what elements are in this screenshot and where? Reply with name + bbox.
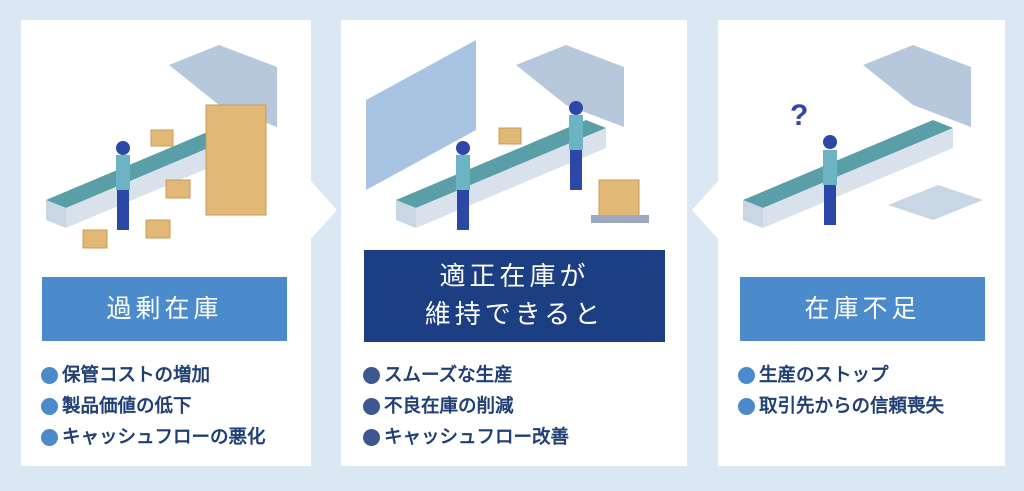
- illustration-excess-inventory: [46, 45, 277, 249]
- arrow-left-icon: [692, 180, 719, 240]
- question-mark-icon: ?: [790, 99, 808, 132]
- optimal-inventory-header: 適正在庫が 維持できると: [364, 250, 665, 342]
- illustration-inventory-shortage: ?: [743, 45, 983, 228]
- item-text: 製品価値の低下: [62, 396, 192, 417]
- inventory-shortage-header: 在庫不足: [740, 277, 985, 341]
- panel-inventory-shortage: ? 在庫不足 生産のストップ 取引先からの信頼喪失: [718, 20, 1005, 466]
- item-text: キャッシュフローの悪化: [62, 427, 266, 448]
- list-item: 製品価値の低下: [41, 391, 266, 422]
- bullet-icon: [363, 367, 380, 384]
- item-text: キャッシュフロー改善: [384, 427, 570, 448]
- bullet-icon: [41, 367, 58, 384]
- excess-inventory-header: 過剰在庫: [42, 277, 287, 341]
- list-item: キャッシュフローの悪化: [41, 422, 266, 453]
- item-text: 不良在庫の削減: [384, 396, 514, 417]
- item-text: 取引先からの信頼喪失: [759, 396, 945, 417]
- item-text: スムーズな生産: [384, 365, 513, 386]
- bullet-icon: [363, 429, 380, 446]
- list-item: 取引先からの信頼喪失: [738, 391, 944, 422]
- panel-optimal-inventory: 適正在庫が 維持できると スムーズな生産 不良在庫の削減 キャッシュフロー改善: [341, 20, 687, 466]
- arrow-right-icon: [310, 180, 337, 240]
- list-item: 生産のストップ: [738, 360, 944, 391]
- list-item: 不良在庫の削減: [363, 391, 569, 422]
- illustration-optimal-inventory: [366, 40, 649, 230]
- bullet-icon: [363, 398, 380, 415]
- bullet-icon: [738, 398, 755, 415]
- panel-excess-inventory: 過剰在庫 保管コストの増加 製品価値の低下 キャッシュフローの悪化: [21, 20, 311, 466]
- bullet-icon: [738, 367, 755, 384]
- list-item: キャッシュフロー改善: [363, 422, 569, 453]
- bullet-icon: [41, 398, 58, 415]
- list-item: スムーズな生産: [363, 360, 569, 391]
- bullet-icon: [41, 429, 58, 446]
- item-text: 保管コストの増加: [62, 365, 211, 386]
- optimal-inventory-list: スムーズな生産 不良在庫の削減 キャッシュフロー改善: [363, 360, 569, 453]
- excess-inventory-list: 保管コストの増加 製品価値の低下 キャッシュフローの悪化: [41, 360, 266, 453]
- list-item: 保管コストの増加: [41, 360, 266, 391]
- item-text: 生産のストップ: [759, 365, 889, 386]
- inventory-shortage-list: 生産のストップ 取引先からの信頼喪失: [738, 360, 944, 422]
